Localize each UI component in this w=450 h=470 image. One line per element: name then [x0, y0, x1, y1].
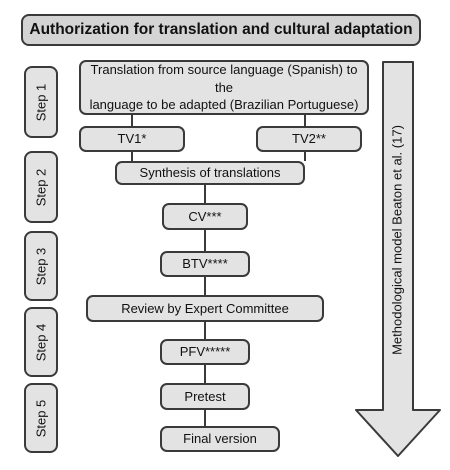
- pretest-box: Pretest: [160, 383, 250, 410]
- synthesis-box: Synthesis of translations: [115, 161, 305, 185]
- tv1-box: TV1*: [79, 126, 185, 152]
- final-version-box: Final version: [160, 426, 280, 452]
- translation-line-1: Translation from source language (Spanis…: [90, 62, 358, 95]
- translation-box: Translation from source language (Spanis…: [79, 60, 369, 115]
- step-2-label: Step 2: [24, 151, 58, 223]
- step-1-label: Step 1: [24, 66, 58, 138]
- btv-box: BTV****: [160, 251, 250, 277]
- side-arrow-label: Methodological model Beaton et al. (17): [389, 125, 405, 355]
- side-down-arrow: [355, 61, 441, 457]
- cv-box: CV***: [162, 203, 248, 230]
- step-3-label: Step 3: [24, 231, 58, 301]
- title-text: Authorization for translation and cultur…: [29, 20, 413, 38]
- pfv-box: PFV*****: [160, 339, 250, 365]
- step-5-label: Step 5: [24, 383, 58, 453]
- tv2-box: TV2**: [256, 126, 362, 152]
- step-4-label: Step 4: [24, 307, 58, 377]
- review-box: Review by Expert Committee: [86, 295, 324, 322]
- translation-line-2: language to be adapted (Brazilian Portug…: [89, 97, 359, 113]
- title-bar: Authorization for translation and cultur…: [21, 14, 421, 46]
